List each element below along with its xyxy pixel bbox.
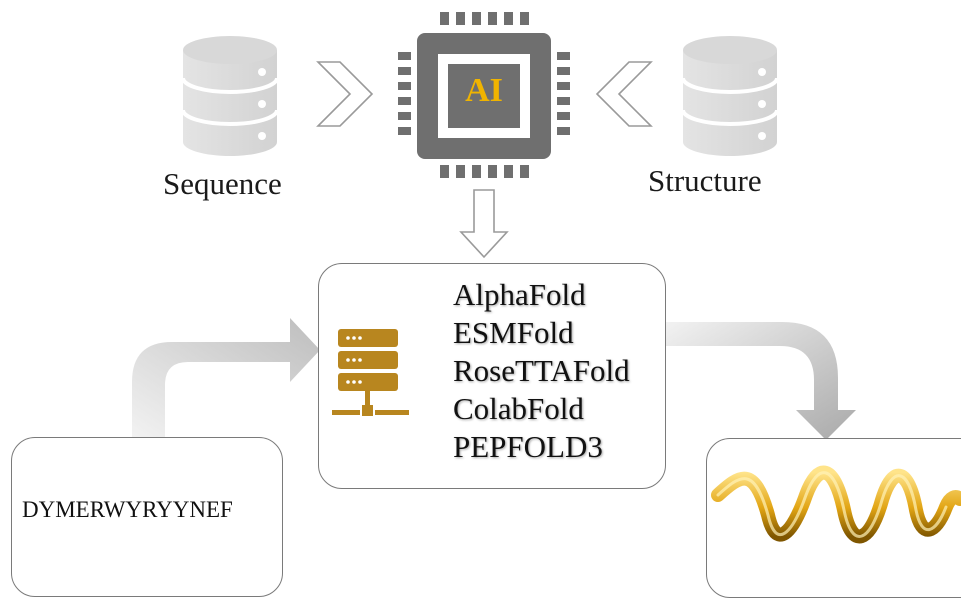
tool-item: AlphaFold bbox=[453, 277, 586, 312]
input-sequence-text: DYMERWYRYYNEF bbox=[22, 497, 233, 522]
alpha-helix-icon bbox=[711, 465, 961, 544]
tool-item: PEPFOLD3 bbox=[453, 429, 603, 464]
ai-chip-label: AI bbox=[465, 72, 503, 109]
sequence-database-icon bbox=[181, 36, 279, 156]
tool-item: ESMFold bbox=[453, 315, 574, 350]
input-sequence-box bbox=[11, 437, 283, 597]
structure-database-icon bbox=[681, 36, 779, 156]
prediction-tools-list: AlphaFold ESMFold RoseTTAFold ColabFold … bbox=[453, 276, 630, 466]
structure-label: Structure bbox=[648, 163, 762, 198]
sequence-label: Sequence bbox=[163, 166, 282, 201]
tool-item: ColabFold bbox=[453, 391, 584, 426]
input-flow-arrow bbox=[132, 318, 320, 437]
ai-chip-icon bbox=[398, 12, 570, 178]
chevron-left-arrow-icon bbox=[595, 61, 653, 127]
chevron-right-arrow-icon bbox=[316, 61, 374, 127]
down-arrow-icon bbox=[459, 189, 509, 259]
server-icon bbox=[332, 329, 409, 416]
tool-item: RoseTTAFold bbox=[453, 353, 630, 388]
diagram-graphics bbox=[132, 12, 856, 440]
output-flow-arrow bbox=[666, 322, 856, 440]
